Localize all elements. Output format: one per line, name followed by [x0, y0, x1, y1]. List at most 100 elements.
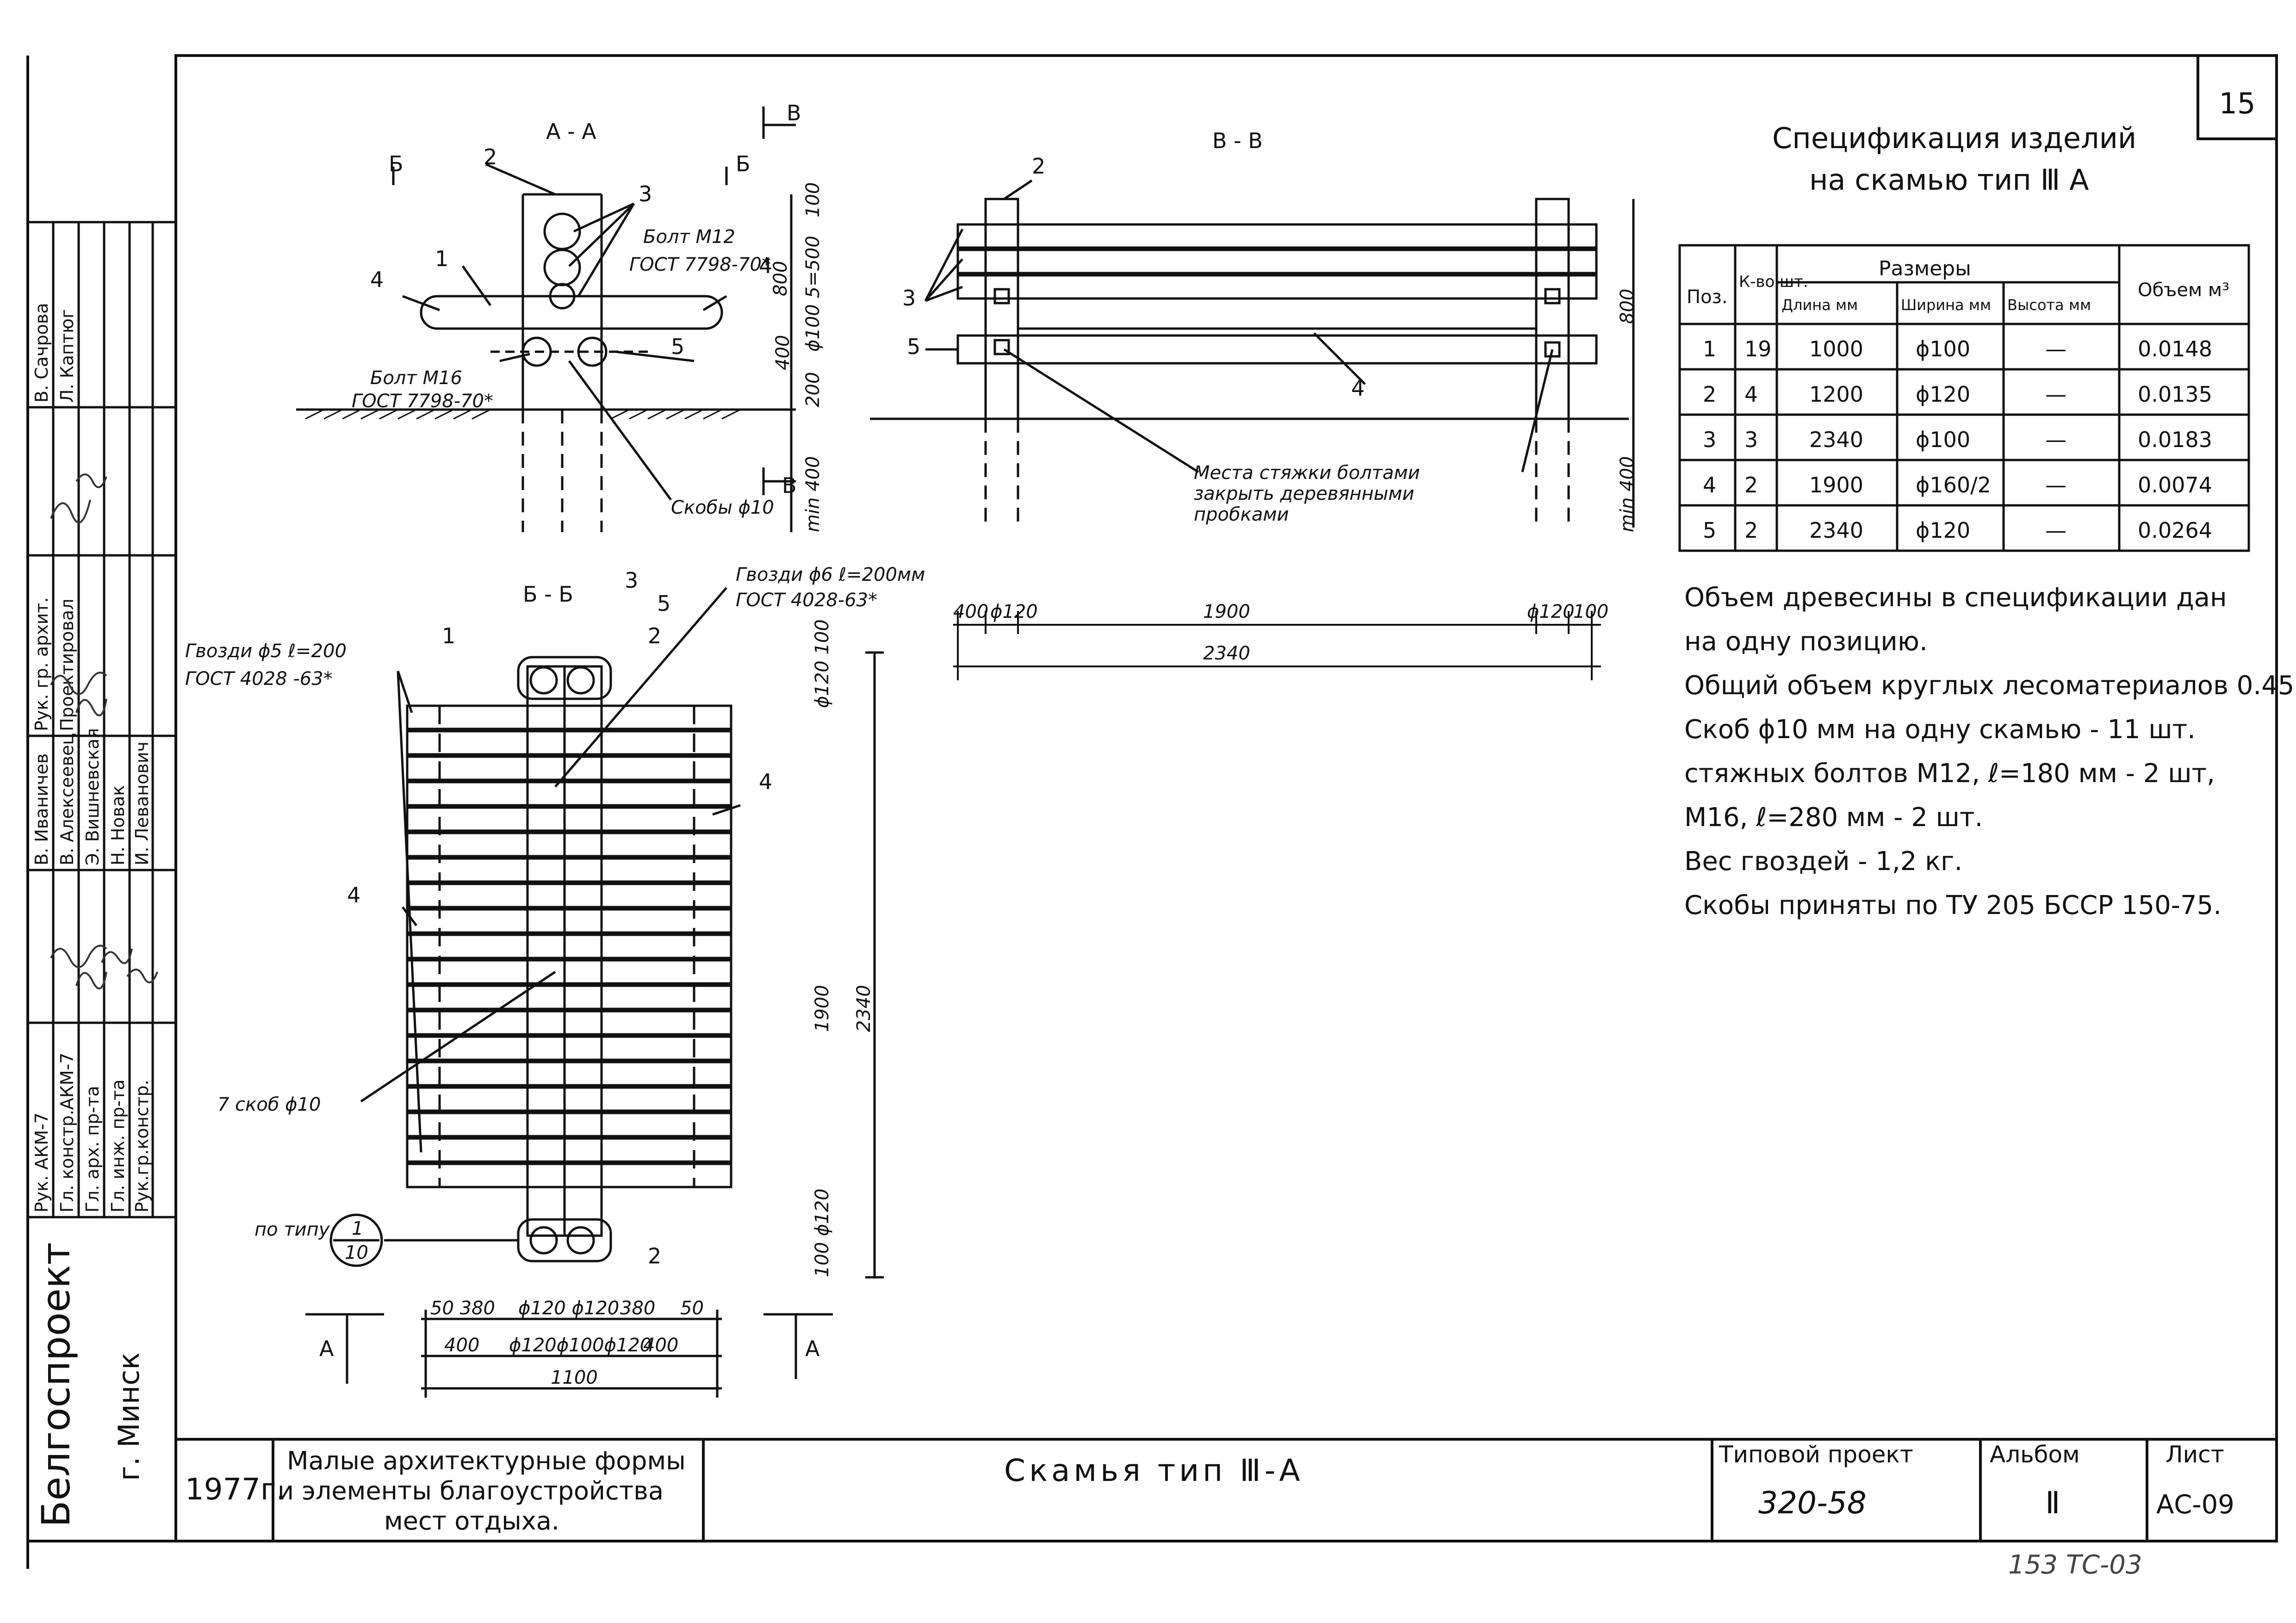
signatures [50, 473, 158, 989]
dim-aa-200: 200 [802, 372, 824, 407]
left-stamp [26, 221, 177, 1541]
callout-number-bottom: 10 [345, 1242, 368, 1263]
spec-header-sizes: Размеры [1879, 257, 1971, 280]
spec-row-2-pos: 2 [1703, 382, 1716, 407]
dim-c-400b: 400 [643, 1335, 678, 1356]
bb-pos-3: 3 [625, 568, 638, 593]
bolt-m16-gost: ГОСТ 7798-70* [352, 391, 493, 412]
bolt-m12-gost: ГОСТ 7798-70* [629, 254, 771, 275]
section-a-a [296, 106, 796, 532]
dim-b-phi120: ϕ120 ϕ120 [518, 1298, 619, 1319]
stamp-album-label: Альбом [1990, 1441, 2080, 1468]
stamp-project-name-1: Малые архитектурные формы [287, 1446, 686, 1475]
dim-r1-1900: 1900 [1203, 601, 1250, 622]
bolt-places-line3: пробками [1194, 504, 1289, 525]
section-v-v-title: В - В [1212, 128, 1263, 153]
note-line-4: Скоб ϕ10 мм на одну скамью - 11 шт. [1684, 715, 2196, 745]
vv-pos-4: 4 [1351, 376, 1365, 401]
stamp-typical-label: Типовой проект [1719, 1441, 1913, 1468]
bolt-places-line1: Места стяжки болтами [1194, 462, 1420, 484]
stamp-name-1: В. Иваничев [31, 753, 52, 865]
title-block [176, 1438, 2277, 1541]
stamp-project-name-2: и элементы благоустройства [278, 1476, 664, 1505]
bb-pos-4-right: 4 [759, 769, 772, 794]
spec-row-3-pos: 3 [1703, 427, 1716, 452]
section-v-v [870, 179, 1635, 528]
note-line-1: Объем древесины в спецификации дан [1684, 583, 2227, 613]
spec-row-2-volume: 0.0135 [2138, 382, 2212, 407]
dim-aa-stack: ϕ100 5=500 [802, 236, 824, 352]
note-line-5: стяжных болтов М12, ℓ=180 мм - 2 шт, [1684, 759, 2215, 789]
note-line-6: М16, ℓ=280 мм - 2 шт. [1684, 802, 1983, 833]
left-stamp-text: Рук. АКМ-7 Гл. констр.АКМ-7 Гл. арх. пр-… [31, 303, 152, 1527]
dim-aa-800: 800 [770, 261, 791, 296]
spec-header-width: Ширина мм [1901, 296, 1991, 314]
stamp-name-4: Н. Новак [108, 785, 128, 865]
stamp-drawing-title: Скамья тип Ⅲ-А [1004, 1453, 1304, 1488]
spec-row-5-length: 2340 [1809, 518, 1863, 543]
spec-row-3-height: — [2045, 427, 2066, 452]
vv-pos-3: 3 [902, 286, 916, 311]
stamp-role-5: Рук.гр.констр. [132, 1080, 152, 1213]
spec-table-grid [1678, 244, 2250, 552]
dim-v-2340: 2340 [853, 985, 875, 1032]
dim-b-380: 380 [620, 1298, 655, 1319]
cut-mark-a-right: А [805, 1336, 820, 1361]
spec-row-3-qty: 3 [1744, 427, 1758, 452]
stamp-role-1: Рук. АКМ-7 [31, 1113, 52, 1213]
plan-dimensions [953, 611, 1601, 680]
dim-c-phis: ϕ120ϕ100ϕ120 [509, 1335, 652, 1356]
pos-label-5: 5 [671, 334, 684, 359]
dim-r1-phi120a: ϕ120 [990, 601, 1038, 622]
stamp-name-6: Проектировал [57, 599, 77, 731]
note-line-8: Скобы приняты по ТУ 205 БССР 150-75. [1684, 890, 2222, 920]
dim-r1-phi120b: ϕ120 [1527, 601, 1575, 622]
vv-pos-2: 2 [1032, 154, 1045, 179]
spec-row-1-volume: 0.0148 [2138, 336, 2212, 361]
stamp-sheet-label: Лист [2166, 1441, 2224, 1468]
bolt-places-line2: закрыть деревянными [1194, 483, 1414, 504]
stamp-year: 1977г. [185, 1473, 285, 1507]
staples-label: Скобы ϕ10 [671, 497, 774, 518]
cut-mark-v-top: В [787, 100, 801, 125]
stamp-role-4: Гл. инж. пр-та [108, 1079, 128, 1213]
stamp-name-7: Л. Каптюг [57, 309, 77, 403]
spec-row-3-width: ϕ100 [1916, 427, 1970, 452]
notes: Объем древесины в спецификации дан на од… [1684, 583, 2296, 920]
stamp-role-2: Гл. констр.АКМ-7 [57, 1052, 77, 1213]
section-a-a-title: А - А [546, 119, 596, 144]
spec-row-5-volume: 0.0264 [2138, 518, 2212, 543]
title-block-text: 1977г. Малые архитектурные формы и элеме… [185, 1441, 2234, 1580]
sheet-number-box: 15 [2197, 54, 2278, 140]
section-b-b-title: Б - Б [523, 582, 573, 607]
pos-label-3: 3 [639, 181, 652, 206]
section-b-b-labels: Б - Б 1 3 5 2 2 4 4 Гвозди ϕ5 ℓ=200 ГОСТ… [185, 564, 925, 1388]
dim-aa-min400: min 400 [802, 456, 824, 533]
nails5-gost: ГОСТ 4028 -63* [185, 668, 333, 690]
spec-row-2-height: — [2045, 382, 2066, 407]
nails6-label: Гвозди ϕ6 ℓ=200мм [736, 564, 925, 585]
by-type-label: по типу [254, 1219, 330, 1240]
stamp-name-5: И. Леванович [132, 741, 152, 865]
pos-label-4-left: 4 [370, 267, 384, 292]
spec-row-4-qty: 2 [1744, 473, 1758, 497]
spec-row-3-length: 2340 [1809, 427, 1863, 452]
pos-label-4-right: 4 [759, 253, 772, 278]
spec-row-2-width: ϕ120 [1916, 382, 1970, 407]
spec-row-1-height: — [2045, 336, 2066, 361]
dim-v-bottom: 100 ϕ120 [812, 1188, 833, 1277]
spec-title-2: на скамью тип Ⅲ А [1809, 163, 2089, 197]
bolt-m12-label: Болт М12 [643, 226, 735, 248]
dim-vv-min400: min 400 [1617, 456, 1638, 533]
spec-header-height: Высота мм [2007, 296, 2091, 314]
spec-table-rows: 1 19 1000 ϕ100 — 0.0148 2 4 1200 ϕ120 — … [1703, 336, 2212, 543]
staples7-label: 7 скоб ϕ10 [217, 1094, 321, 1115]
spec-row-5-height: — [2045, 518, 2066, 543]
spec-row-1-qty: 19 [1744, 336, 1772, 361]
note-line-3: Общий объем круглых лесоматериалов 0.458… [1684, 671, 2296, 701]
spec-header-volume: Объем м³ [2138, 280, 2229, 301]
spec-row-2-length: 1200 [1809, 382, 1863, 407]
spec-row-2-qty: 4 [1744, 382, 1758, 407]
dim-aa-100: 100 [802, 182, 824, 218]
